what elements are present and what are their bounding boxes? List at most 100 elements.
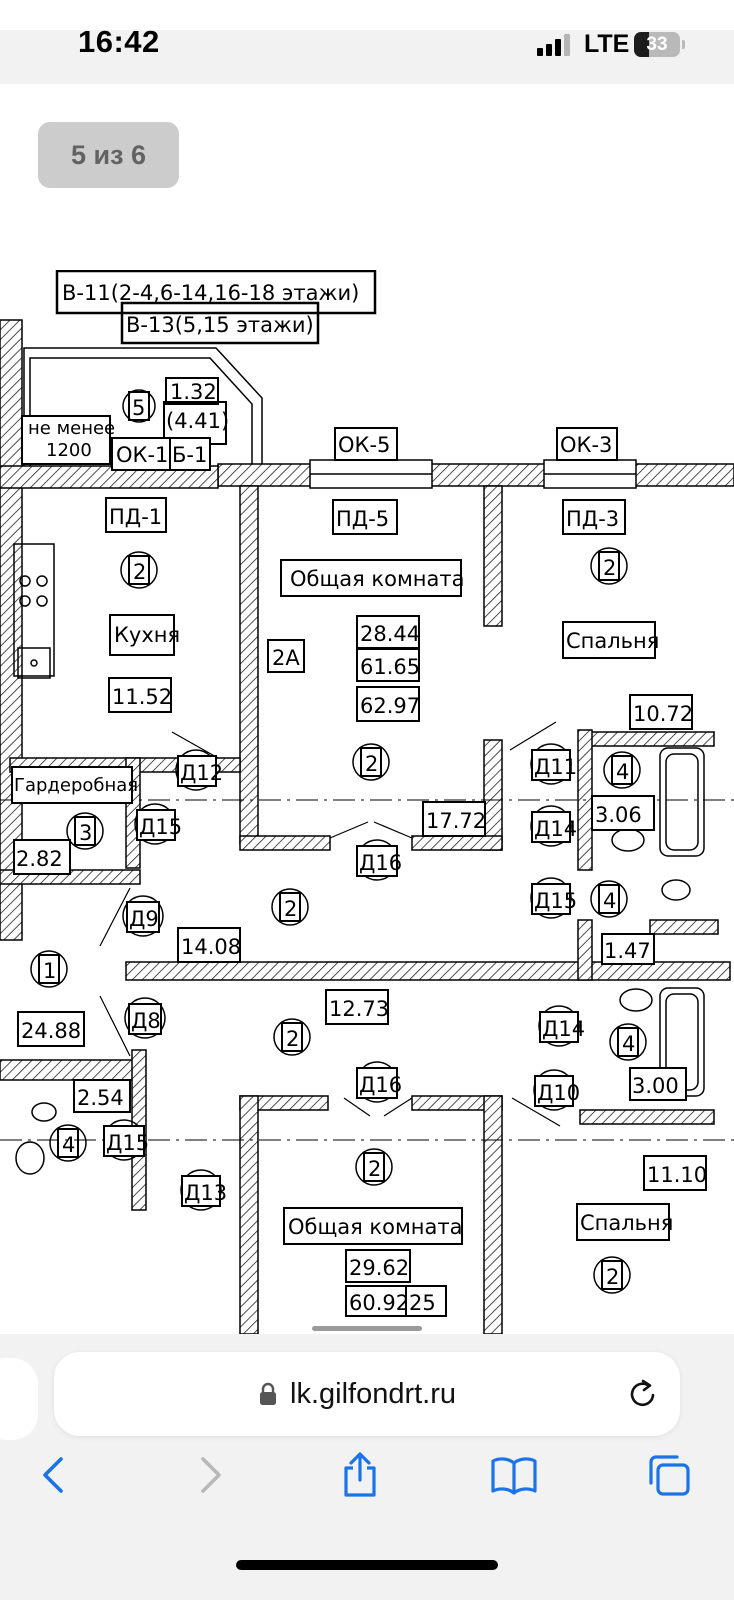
apartment-2-total-area: 60.92 (349, 1291, 409, 1315)
door-markers (103, 743, 580, 1211)
corridor-1-number: 2 (284, 897, 297, 921)
balcony-window-label: ОК-1 (116, 443, 168, 467)
balcony-area-full: (4.41) (166, 409, 229, 433)
url-text[interactable]: lk.gilfondrt.ru (290, 1378, 457, 1410)
status-bar-top-strip (0, 0, 734, 30)
corridor-1-area: 14.08 (181, 935, 241, 959)
door-label-texts: Д12 Д15 Д11 Д14 Д16 Д15 Д9 Д8 Д14 Д16 Д1… (106, 755, 585, 1205)
battery-level: 33 (646, 34, 668, 55)
header-notes: В-11(2-4,6-14,16-18 этажи) В-13(5,15 эта… (55, 270, 377, 345)
hall-number: 1 (43, 959, 56, 983)
kitchen-name: Кухня (114, 623, 180, 647)
document-scroll-indicator (312, 1326, 422, 1331)
bedroom-2-name: Спальня (580, 1211, 673, 1235)
lock-icon (260, 1382, 276, 1405)
balcony-note-line1: не менее (28, 418, 115, 439)
door-d14-bottom: Д14 (542, 1017, 585, 1041)
wardrobe-name: Гардеробная (14, 775, 138, 796)
back-button[interactable] (24, 1446, 84, 1504)
wardrobe-number: 3 (79, 821, 92, 845)
battery-icon: 33 (634, 32, 680, 57)
door-d15-wc: Д15 (534, 889, 577, 913)
bedroom-name: Спальня (566, 629, 659, 653)
apartment-2-living-area: 29.62 (349, 1256, 409, 1280)
cellular-signal-icon (537, 34, 573, 56)
reload-icon[interactable] (626, 1377, 660, 1411)
wc-1-area: 1.47 (604, 939, 651, 963)
chevron-right-icon (201, 1457, 221, 1493)
bathroom-1-number: 4 (616, 760, 629, 784)
balcony-area: 1.32 (170, 380, 217, 404)
wc-1-number: 4 (603, 889, 616, 913)
network-type: LTE (584, 30, 630, 58)
header-note-2: В-13(5,15 этажи) (126, 313, 314, 337)
corridor-2-number: 2 (286, 1027, 299, 1051)
balcony-labels: 5 1.32 (4.41) не менее 1200 ОК-1 Б-1 (21, 377, 229, 471)
kitchen-area: 11.52 (112, 685, 172, 709)
apartment-type: 2А (272, 646, 300, 670)
door-d13: Д13 (184, 1181, 227, 1205)
balcony (23, 347, 637, 489)
previous-tab-peek[interactable] (0, 1358, 38, 1440)
door-d16-bottom: Д16 (359, 1073, 402, 1097)
status-bar: 16:42 LTE 33 (0, 0, 734, 84)
bedroom-2-area: 11.10 (647, 1163, 707, 1187)
living-room-name: Общая комната (290, 567, 465, 591)
status-time: 16:42 (78, 24, 160, 59)
bathroom-2-number: 4 (622, 1032, 635, 1056)
wc-2-area: 2.54 (77, 1086, 124, 1110)
floor-plan-drawing: В-11(2-4,6-14,16-18 этажи) В-13(5,15 эта… (0, 270, 734, 1334)
living-room-2-name: Общая комната (288, 1215, 463, 1239)
apartment-total-area: 61.65 (360, 655, 420, 679)
floor-plan-image[interactable]: В-11(2-4,6-14,16-18 этажи) В-13(5,15 эта… (0, 270, 734, 1334)
living-room-number: 2 (365, 752, 378, 776)
room-number-texts: 2 2 2 4 3 4 2 1 2 4 4 2 2 (43, 556, 635, 1289)
corridor-2-area: 12.73 (329, 997, 389, 1021)
door-d12: Д12 (180, 761, 223, 785)
window-label-ok3: ОК-3 (560, 433, 612, 457)
balcony-room-number: 5 (132, 396, 145, 420)
balcony-door-pd3: ПД-3 (566, 507, 619, 531)
wardrobe-area: 2.82 (16, 847, 63, 871)
bathroom-2-area: 3.00 (632, 1074, 679, 1098)
kitchen-number: 2 (133, 560, 146, 584)
window-labels: ОК-5 ОК-3 ПД-1 ПД-5 ПД-3 (105, 427, 626, 535)
battery-nub (682, 40, 685, 49)
door-d16-top: Д16 (359, 851, 402, 875)
home-indicator[interactable] (236, 1560, 498, 1570)
page-counter: 5 из 6 (38, 122, 179, 188)
window-label-ok5: ОК-5 (338, 433, 390, 457)
balcony-note-line2: 1200 (46, 440, 92, 461)
door-d9: Д9 (129, 907, 159, 931)
bathroom-1-area: 3.06 (595, 803, 642, 827)
header-note-1: В-11(2-4,6-14,16-18 этажи) (62, 281, 359, 305)
tabs-icon (649, 1455, 690, 1496)
bedroom-number: 2 (603, 556, 616, 580)
forward-button[interactable] (180, 1446, 240, 1504)
living-room-2-number: 2 (368, 1157, 381, 1181)
tabs-button[interactable] (638, 1446, 698, 1504)
bedroom-area: 10.72 (633, 702, 693, 726)
bookmarks-button[interactable] (484, 1446, 544, 1504)
living-room-area: 17.72 (426, 809, 486, 833)
browser-toolbar: lk.gilfondrt.ru (0, 1334, 734, 1600)
door-d14-top: Д14 (534, 817, 577, 841)
door-d11: Д11 (534, 755, 577, 779)
door-d10: Д10 (537, 1081, 580, 1105)
apartment-2-area-fragment: 25 (409, 1291, 436, 1315)
battery-fill (634, 32, 650, 57)
hall-area: 24.88 (21, 1019, 81, 1043)
door-swings (99, 721, 561, 1127)
interior-walls (0, 485, 731, 1334)
room-labels (11, 559, 707, 1317)
bookmarks-icon (491, 1457, 537, 1495)
share-button[interactable] (330, 1446, 390, 1504)
door-d15-bottom: Д15 (106, 1131, 149, 1155)
balcony-door-label: Б-1 (172, 443, 207, 467)
chevron-left-icon (43, 1457, 63, 1493)
address-bar[interactable]: lk.gilfondrt.ru (54, 1352, 680, 1436)
share-icon (344, 1452, 376, 1497)
room-number-markers (30, 547, 647, 1294)
bedroom-2-number: 2 (606, 1265, 619, 1289)
room-label-texts: Общая комната Кухня Спальня 2А 28.44 61.… (14, 567, 707, 1315)
